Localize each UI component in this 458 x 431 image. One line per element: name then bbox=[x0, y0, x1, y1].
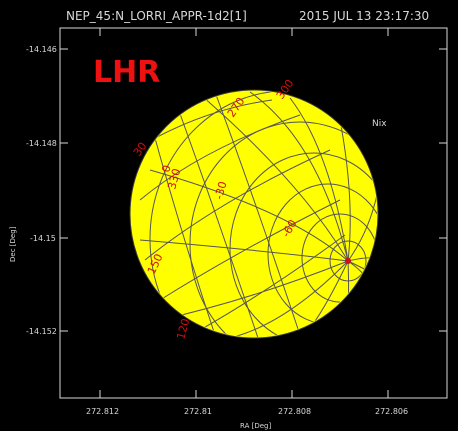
y-tick-label: -14.152 bbox=[26, 327, 57, 336]
grid-label: 120 bbox=[174, 317, 192, 341]
grid-label: 330 bbox=[165, 167, 183, 191]
y-tick-label: -14.148 bbox=[26, 139, 57, 148]
overlay-label-lhr: LHR bbox=[93, 55, 160, 90]
image-title: NEP_45:N_LORRI_APPR-1d2[1] bbox=[66, 9, 247, 23]
target-label: Nix bbox=[372, 119, 387, 129]
globe bbox=[129, 89, 379, 339]
y-axis-label: Dec [Deg] bbox=[9, 226, 17, 262]
timestamp: 2015 JUL 13 23:17:30 bbox=[299, 9, 429, 23]
x-axis-label: RA [Deg] bbox=[240, 422, 271, 430]
x-tick-label: 272.806 bbox=[375, 407, 408, 416]
grid-label: 0 bbox=[159, 164, 173, 174]
pole-marker bbox=[345, 258, 351, 264]
x-tick-label: 272.81 bbox=[184, 407, 212, 416]
y-axis bbox=[60, 48, 447, 332]
grid-label: -30 bbox=[212, 180, 229, 201]
x-tick-label: 272.812 bbox=[86, 407, 119, 416]
x-tick-label: 272.808 bbox=[278, 407, 311, 416]
plot-frame bbox=[59, 27, 448, 399]
lat-lon-grid bbox=[131, 91, 377, 337]
y-tick-label: -14.146 bbox=[26, 45, 57, 54]
y-tick-label: -14.15 bbox=[30, 234, 56, 243]
x-axis bbox=[99, 28, 389, 398]
